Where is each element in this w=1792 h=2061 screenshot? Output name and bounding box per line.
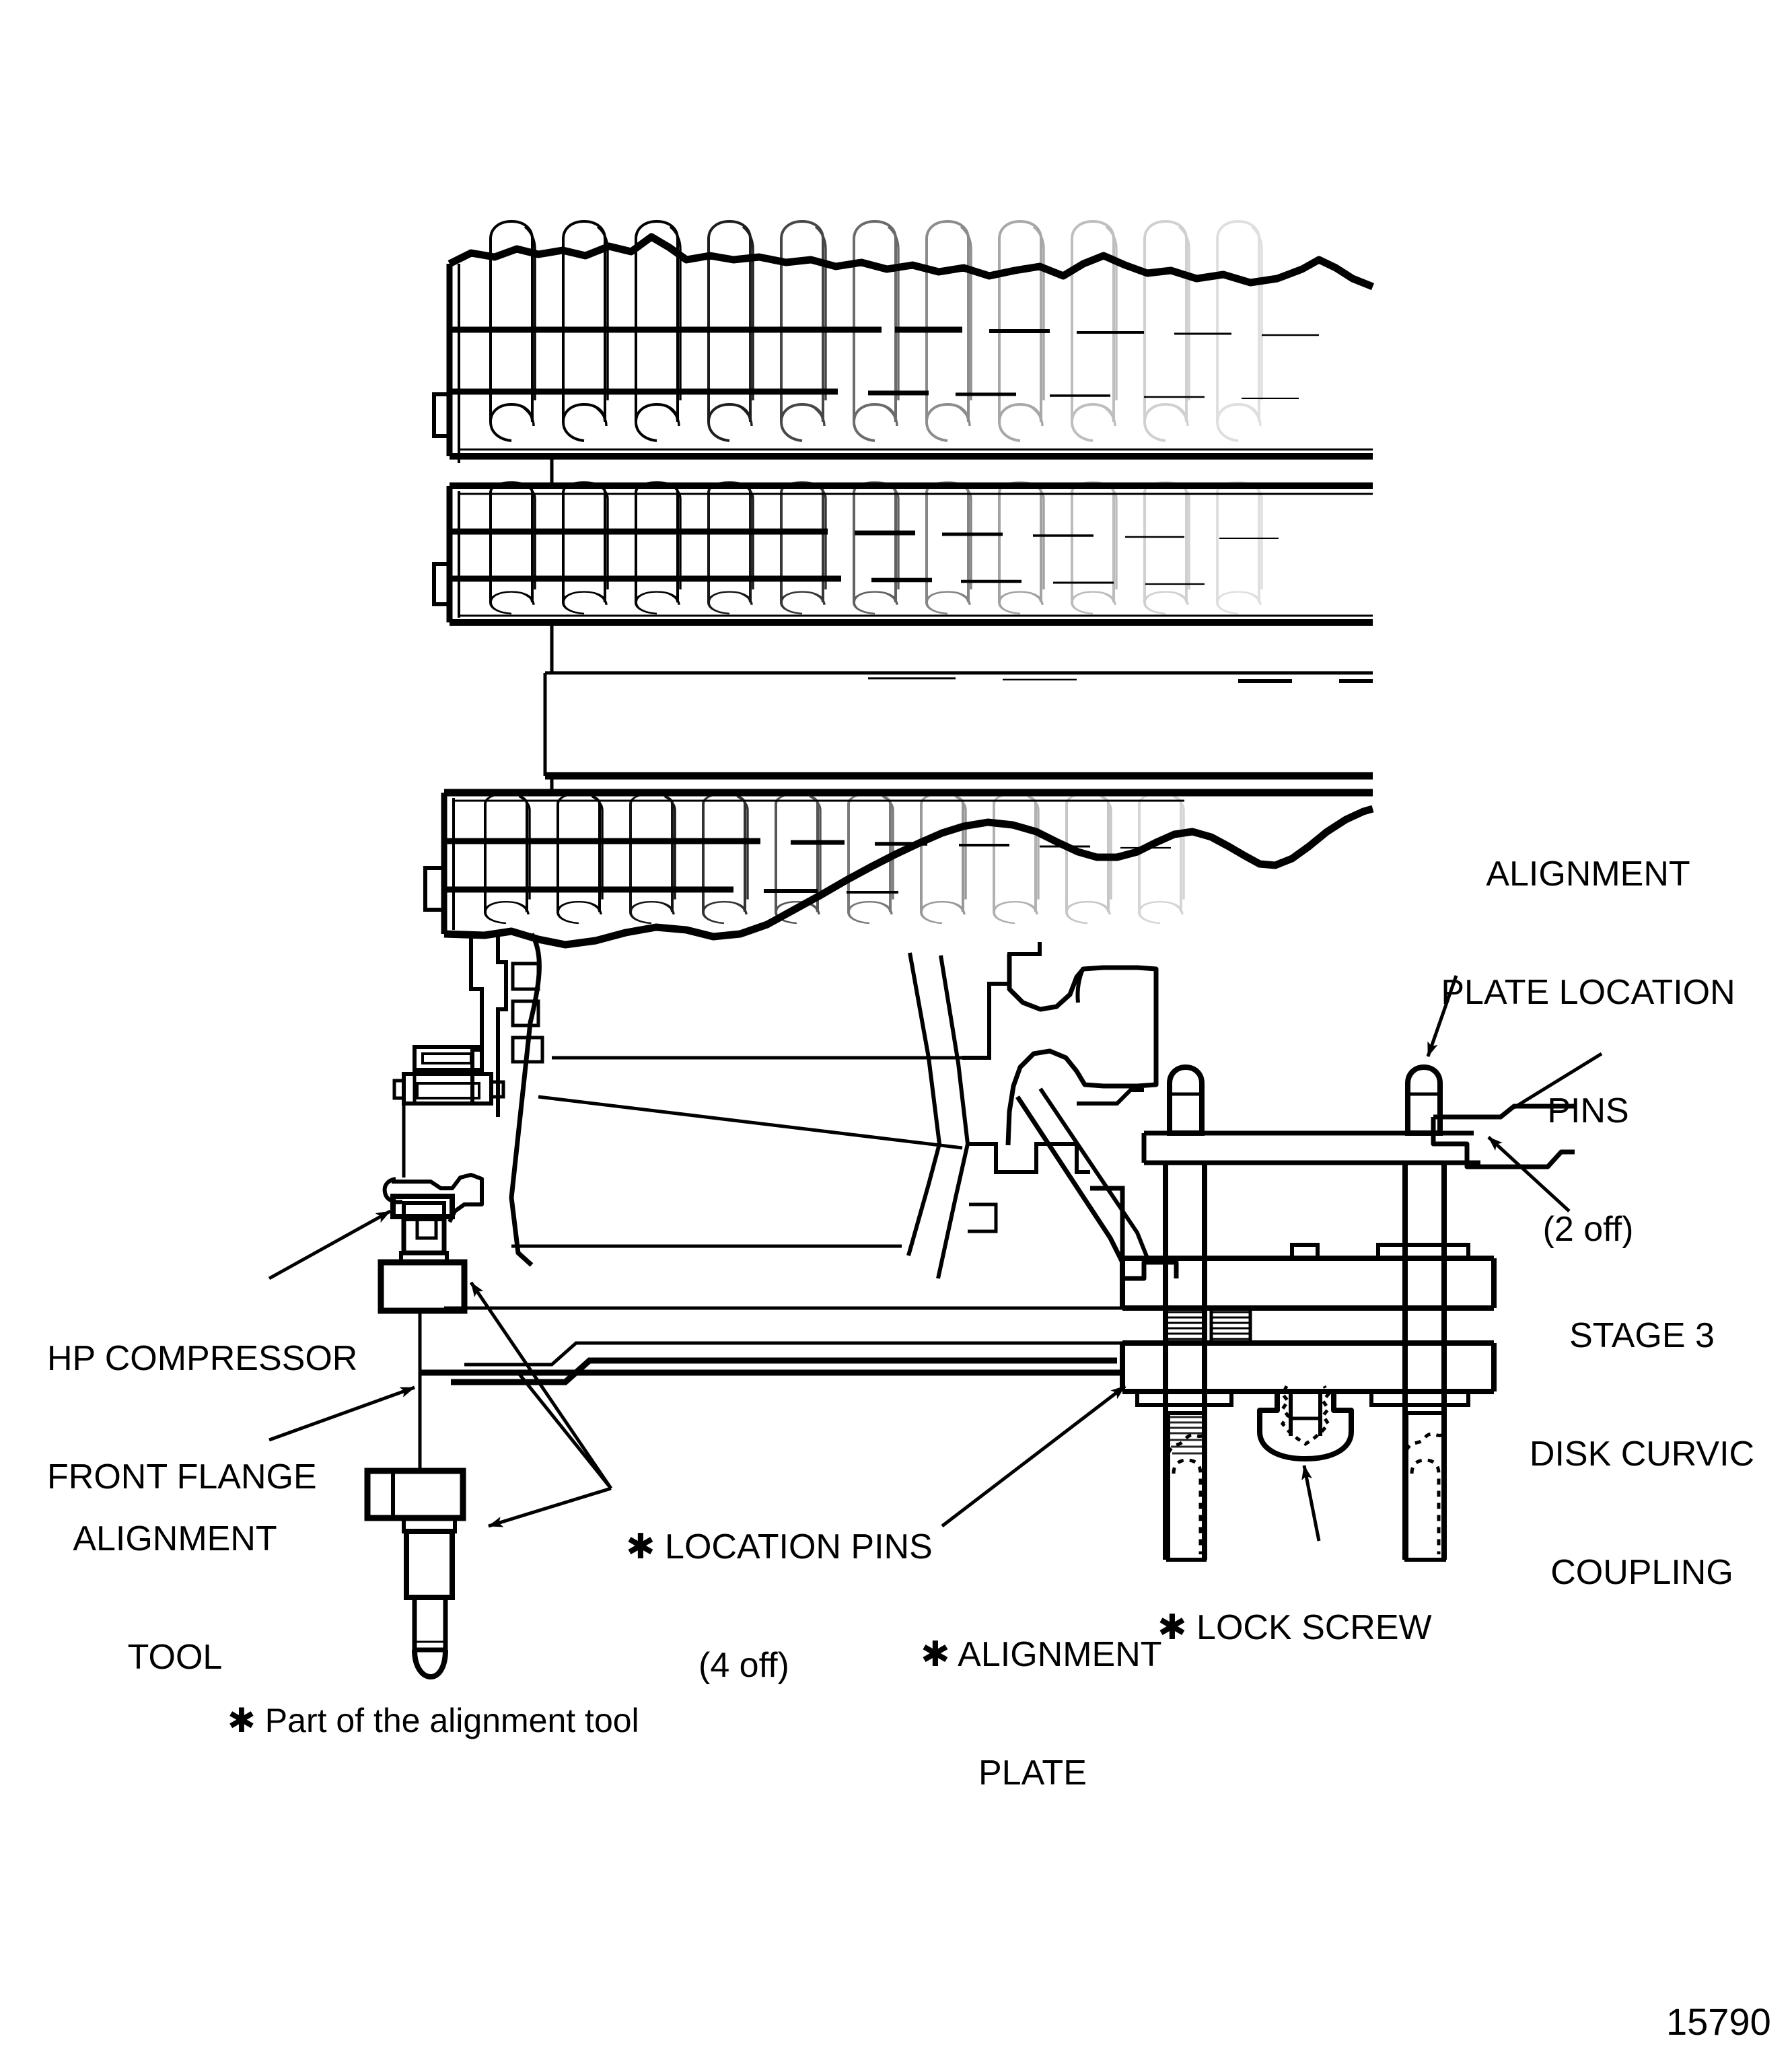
centre-datum-lines: [420, 1306, 1144, 1385]
label-line: ALIGNMENT: [1486, 854, 1690, 894]
figure-number: 15790: [1666, 2000, 1771, 2043]
label-line: PLATE LOCATION: [1441, 972, 1735, 1012]
label-line: (2 off): [1542, 1210, 1634, 1250]
label-location-pins: ✱ LOCATION PINS (4 off): [626, 1448, 1003, 1725]
label-line: COUPLING: [1550, 1553, 1733, 1592]
label-line: STAGE 3: [1569, 1315, 1715, 1355]
alignment-plate-assembly: [1077, 1064, 1575, 1562]
label-alignment-tool: ALIGNMENT TOOL: [40, 1440, 310, 1716]
label-hp-compressor-front-flange: HP COMPRESSOR FRONT FLANGE: [47, 1260, 424, 1536]
label-line: PLATE: [978, 1753, 1087, 1793]
blade-row-1: [432, 220, 1375, 463]
label-lock-screw: ✱ LOCK SCREW: [1157, 1529, 1480, 1687]
label-line: ALIGNMENT: [73, 1519, 277, 1558]
label-line: DISK CURVIC: [1529, 1434, 1755, 1474]
label-alignment-plate-location-pins: ALIGNMENT PLATE LOCATION PINS (2 off): [1427, 775, 1750, 1289]
label-line: TOOL: [127, 1637, 223, 1677]
label-alignment-plate: ✱ ALIGNMENT PLATE: [921, 1556, 1270, 1832]
label-line: ✱ LOCK SCREW: [1157, 1607, 1432, 1647]
rotor-drum-body: [382, 933, 1179, 1281]
label-stage-3-disk-curvic-coupling: STAGE 3 DISK CURVIC COUPLING: [1494, 1237, 1790, 1632]
label-line: HP COMPRESSOR: [47, 1338, 358, 1378]
label-line: (4 off): [698, 1645, 789, 1685]
blade-row-2: [432, 480, 1373, 626]
footnote: ✱ Part of the alignment tool: [227, 1702, 639, 1739]
label-line: FRONT FLANGE: [47, 1457, 317, 1496]
label-line: ✱ ALIGNMENT: [921, 1634, 1162, 1674]
label-line: PINS: [1547, 1091, 1629, 1130]
drum-band: [543, 622, 1373, 793]
blade-row-3: [423, 789, 1374, 949]
alignment-tool: [364, 1194, 468, 1680]
label-line: ✱ LOCATION PINS: [626, 1527, 933, 1566]
leader-lines: [268, 975, 1603, 1542]
